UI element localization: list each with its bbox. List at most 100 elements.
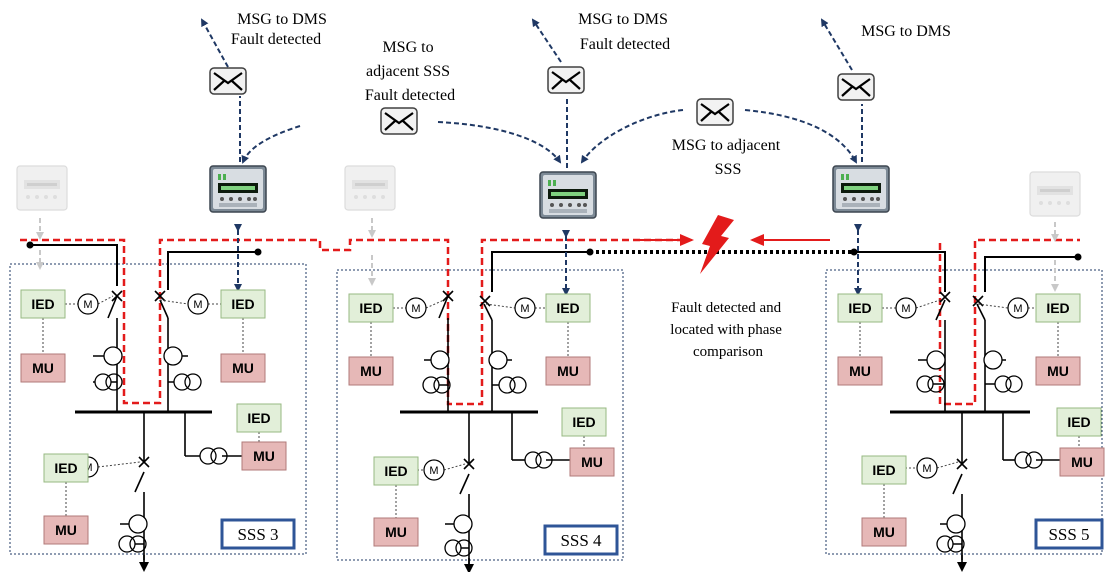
- controller-faded-2: [344, 165, 396, 211]
- ied-box[interactable]: IED: [373, 456, 419, 486]
- motor-icon: M: [1007, 297, 1029, 319]
- svg-text:MU: MU: [873, 524, 895, 540]
- svg-text:MU: MU: [232, 360, 254, 376]
- mu-box[interactable]: MU: [837, 356, 883, 386]
- sss5-boundary: [825, 269, 1103, 555]
- controller-faded-1: [16, 165, 68, 211]
- mu-boxes: MU MU MU MU MU MU MU MU MU MU MU MU: [20, 353, 1105, 547]
- svg-text:IED: IED: [31, 296, 54, 312]
- svg-text:IED: IED: [872, 462, 895, 478]
- envelope-icon: [208, 66, 248, 96]
- svg-text:SSS 4: SSS 4: [560, 531, 602, 550]
- mu-box[interactable]: MU: [43, 515, 89, 545]
- sss4-label: SSS 4: [543, 524, 619, 556]
- sss3-internals: [75, 290, 242, 572]
- sss3-label: SSS 3: [220, 518, 296, 550]
- svg-text:MU: MU: [581, 454, 603, 470]
- ied-box[interactable]: IED: [220, 289, 266, 319]
- faded-comm-links: [36, 218, 1059, 292]
- svg-text:SSS 5: SSS 5: [1048, 525, 1089, 544]
- svg-text:IED: IED: [54, 460, 77, 476]
- mu-box[interactable]: MU: [373, 517, 419, 547]
- svg-text:IED: IED: [1046, 300, 1069, 316]
- svg-text:M: M: [901, 303, 910, 315]
- msg-dms-left: MSG to DMS Fault detected: [231, 11, 331, 48]
- ied-box[interactable]: IED: [837, 293, 883, 323]
- motor-icon: M: [916, 457, 938, 479]
- svg-text:MU: MU: [849, 363, 871, 379]
- controller-sss3[interactable]: [209, 165, 267, 213]
- controller-faded-3: [1029, 171, 1081, 217]
- fault-path: [20, 238, 1080, 406]
- ied-box[interactable]: IED: [861, 455, 907, 485]
- mu-box[interactable]: MU: [348, 356, 394, 386]
- mu-box[interactable]: MU: [569, 447, 615, 477]
- fault-lightning-icon: [700, 215, 734, 274]
- ied-box[interactable]: IED: [236, 403, 282, 433]
- sss5-label: SSS 5: [1034, 518, 1104, 550]
- ied-box[interactable]: IED: [20, 289, 66, 319]
- svg-text:M: M: [922, 463, 931, 475]
- ied-box[interactable]: IED: [561, 407, 607, 437]
- svg-text:IED: IED: [384, 463, 407, 479]
- mu-box[interactable]: MU: [241, 441, 287, 471]
- svg-text:MU: MU: [360, 363, 382, 379]
- comm-links: [201, 18, 863, 296]
- msg-adjacent-left: MSG to adjacent SSS Fault detected: [365, 39, 455, 104]
- motor-icon: M: [423, 459, 445, 481]
- svg-text:M: M: [83, 299, 92, 311]
- ied-boxes: IED IED IED IED IED IED IED IED IED IED …: [20, 289, 1102, 486]
- svg-text:IED: IED: [572, 414, 595, 430]
- svg-text:MU: MU: [385, 524, 407, 540]
- motor-icon: M: [405, 297, 427, 319]
- svg-text:MU: MU: [1047, 363, 1069, 379]
- motor-icon: M: [895, 297, 917, 319]
- msg-dms-mid: MSG to DMS Fault detected: [578, 11, 672, 53]
- motor-icon: M: [514, 297, 536, 319]
- svg-text:M: M: [193, 299, 202, 311]
- ied-box[interactable]: IED: [348, 293, 394, 323]
- svg-text:M: M: [411, 303, 420, 315]
- ied-box[interactable]: IED: [1056, 407, 1102, 437]
- mu-box[interactable]: MU: [1035, 356, 1081, 386]
- mu-box[interactable]: MU: [545, 356, 591, 386]
- mu-box[interactable]: MU: [861, 517, 907, 547]
- control-wires: [42, 295, 1080, 518]
- ied-box[interactable]: IED: [43, 453, 89, 483]
- motor-icon: M: [187, 293, 209, 315]
- msg-dms-right: MSG to DMS: [861, 23, 951, 40]
- svg-text:M: M: [1013, 303, 1022, 315]
- sss5-internals: [890, 291, 1060, 572]
- svg-text:IED: IED: [556, 300, 579, 316]
- fault-description: Fault detected and located with phase co…: [670, 300, 785, 360]
- motor-icon: M: [77, 293, 99, 315]
- svg-text:SSS 3: SSS 3: [237, 525, 278, 544]
- ied-box[interactable]: IED: [545, 293, 591, 323]
- msg-adjacent-right: MSG to adjacent SSS: [672, 137, 784, 178]
- envelope-icon: [546, 65, 586, 95]
- mu-box[interactable]: MU: [20, 353, 66, 383]
- svg-text:IED: IED: [848, 300, 871, 316]
- sss4-internals: [400, 290, 570, 572]
- svg-text:MU: MU: [253, 448, 275, 464]
- envelope-icon: [379, 106, 419, 136]
- svg-text:IED: IED: [231, 296, 254, 312]
- ied-box[interactable]: IED: [1035, 293, 1081, 323]
- svg-text:MU: MU: [55, 522, 77, 538]
- mu-box[interactable]: MU: [220, 353, 266, 383]
- svg-text:IED: IED: [247, 410, 270, 426]
- svg-text:MU: MU: [1071, 454, 1093, 470]
- svg-text:MU: MU: [32, 360, 54, 376]
- mu-box[interactable]: MU: [1059, 447, 1105, 477]
- svg-text:M: M: [520, 303, 529, 315]
- svg-text:IED: IED: [1067, 414, 1090, 430]
- sss3-boundary: [9, 263, 307, 555]
- feeder-lines: [26, 241, 1082, 292]
- svg-text:M: M: [429, 465, 438, 477]
- envelope-icon: [695, 97, 735, 127]
- controller-sss4[interactable]: [539, 171, 597, 219]
- svg-text:MU: MU: [557, 363, 579, 379]
- controller-sss5[interactable]: [832, 165, 890, 213]
- envelope-icon: [836, 72, 876, 102]
